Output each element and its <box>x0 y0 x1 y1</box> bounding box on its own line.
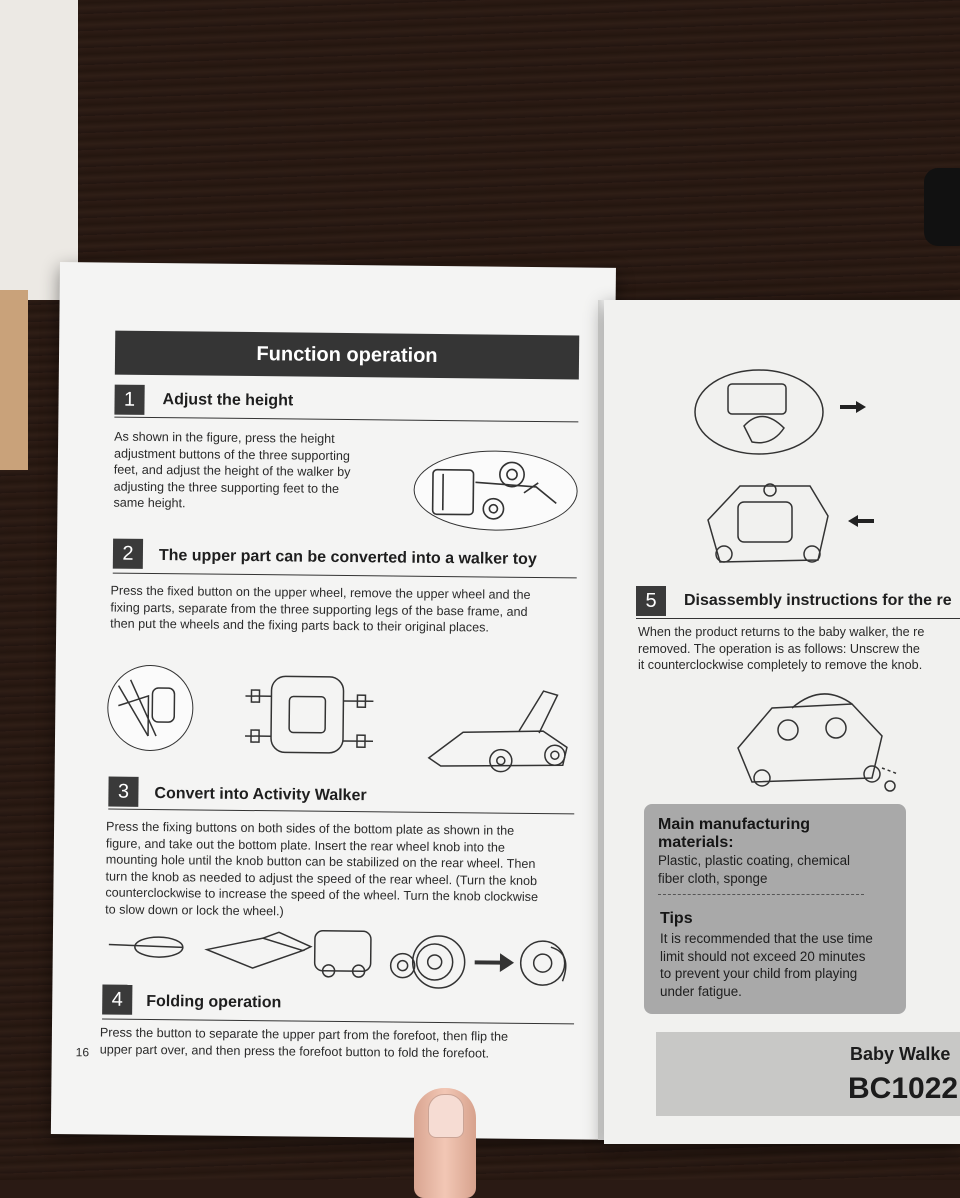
product-label-panel: Baby Walke BC1022 <box>656 1032 960 1116</box>
section-4-rule <box>102 1018 574 1024</box>
walker-toy-car-illustration <box>423 680 574 778</box>
tips-line: under fatigue. <box>660 983 873 1001</box>
walker-disassembly-illustration <box>732 678 900 798</box>
page-number: 16 <box>76 1044 90 1061</box>
section-4-text: Press the button to separate the upper p… <box>100 1024 580 1062</box>
tips-line: to prevent your child from playing <box>660 965 873 983</box>
tips-text: It is recommended that the use time limi… <box>660 930 873 1000</box>
section-5-line: it counterclockwise completely to remove… <box>638 657 960 674</box>
materials-heading-line1: Main manufacturing <box>658 816 810 834</box>
materials-line: Plastic, plastic coating, chemical <box>658 852 850 870</box>
section-5-line: removed. The operation is as follows: Un… <box>638 641 960 658</box>
section-5-text: When the product returns to the baby wal… <box>638 624 960 674</box>
materials-line: fiber cloth, sponge <box>658 870 850 888</box>
section-1-line: same height. <box>113 495 403 515</box>
section-1-text: As shown in the figure, press the height… <box>113 429 404 515</box>
section-1-title: Adjust the height <box>162 391 293 410</box>
finger-holding-page <box>414 1088 476 1198</box>
section-2-text: Press the fixed button on the upper whee… <box>110 583 576 637</box>
materials-heading: Main manufacturing materials: <box>658 816 810 852</box>
section-5-line: When the product returns to the baby wal… <box>638 624 960 641</box>
section-3-text: Press the fixing buttons on both sides o… <box>105 819 576 923</box>
background-floor <box>0 290 28 470</box>
arrow-right-icon <box>840 400 866 412</box>
section-3-title: Convert into Activity Walker <box>154 785 366 805</box>
manual-right-page: 5 Disassembly instructions for the re Wh… <box>604 300 960 1144</box>
section-1-rule <box>114 417 578 423</box>
product-name: Baby Walke <box>850 1044 950 1065</box>
section-3-rule <box>108 809 574 815</box>
activity-walker-illustration-strip <box>102 918 573 991</box>
cable-object <box>924 168 960 246</box>
section-5-rule <box>636 618 960 619</box>
materials-tips-panel: Main manufacturing materials: Plastic, p… <box>644 804 906 1014</box>
arrow-left-icon <box>848 514 874 526</box>
model-code: BC1022 <box>848 1072 958 1106</box>
materials-heading-line2: materials: <box>658 834 810 852</box>
fingernail <box>428 1094 464 1138</box>
base-frame-illustration <box>241 666 378 765</box>
section-2-rule <box>113 573 577 579</box>
section-5-title: Disassembly instructions for the re <box>684 592 952 610</box>
section-4-title: Folding operation <box>146 993 281 1012</box>
height-adjust-illustration <box>413 450 578 532</box>
section-2-title: The upper part can be converted into a w… <box>159 547 537 569</box>
background-wall <box>0 0 78 300</box>
banner-title: Function operation <box>256 343 437 368</box>
tips-line: It is recommended that the use time <box>660 930 873 948</box>
knob-removal-illustration <box>692 366 826 458</box>
tips-line: limit should not exceed 20 minutes <box>660 948 873 966</box>
section-2-number: 2 <box>113 539 143 569</box>
section-5-number: 5 <box>636 586 666 616</box>
section-3-number: 3 <box>108 777 138 807</box>
section-4-number: 4 <box>102 984 132 1014</box>
walker-base-illustration <box>700 476 834 572</box>
upper-wheel-detail-illustration <box>107 665 194 752</box>
materials-text: Plastic, plastic coating, chemical fiber… <box>658 852 850 887</box>
function-operation-banner: Function operation <box>115 331 579 380</box>
tips-heading: Tips <box>660 910 693 928</box>
section-1-number: 1 <box>114 385 144 415</box>
dashed-divider <box>658 894 864 895</box>
manual-left-page: Function operation 1 Adjust the height A… <box>51 262 616 1140</box>
